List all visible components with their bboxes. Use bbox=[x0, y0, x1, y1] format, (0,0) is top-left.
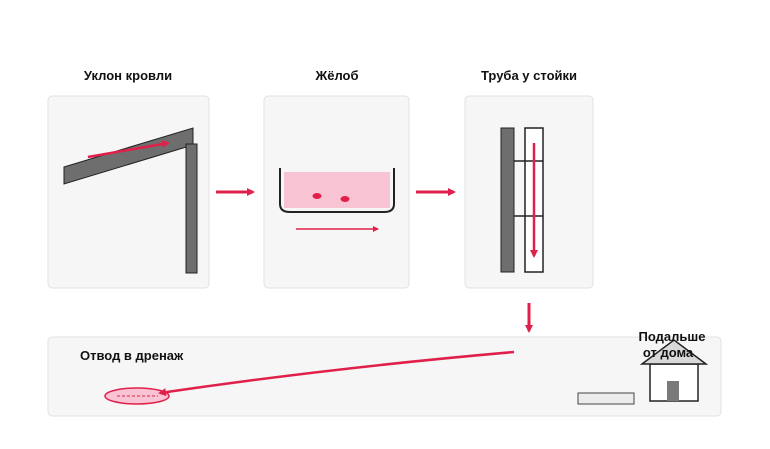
gutter-water-icon bbox=[284, 172, 390, 208]
gutter-panel bbox=[263, 95, 410, 289]
drain-flow-arrow bbox=[158, 350, 515, 397]
roof-post-icon bbox=[185, 143, 198, 274]
away-label-line1: Подальше bbox=[639, 329, 706, 344]
splash-block-icon bbox=[577, 392, 635, 405]
gutter-trough-icon bbox=[279, 168, 395, 213]
water-drop-icon bbox=[340, 196, 350, 202]
roof-slope-title: Уклон кровли bbox=[84, 68, 172, 83]
downpipe-panel bbox=[464, 95, 594, 289]
drain-panel: Отвод в дренаж Подальше от дома bbox=[47, 329, 722, 417]
downpipe-title: Труба у стойки bbox=[481, 68, 577, 83]
support-post-icon bbox=[500, 127, 515, 273]
panel-background bbox=[47, 95, 210, 289]
water-drop-icon bbox=[312, 193, 322, 199]
roof-flow-arrow bbox=[87, 140, 170, 159]
gutter-title: Жёлоб bbox=[314, 68, 358, 83]
away-label-line2: от дома bbox=[643, 345, 694, 360]
roof-slope-panel bbox=[47, 95, 210, 289]
house-roof-icon bbox=[639, 339, 709, 365]
house-icon bbox=[639, 339, 709, 402]
house-door-icon bbox=[667, 381, 679, 401]
panel-background bbox=[47, 336, 722, 417]
drain-label: Отвод в дренаж bbox=[80, 348, 184, 363]
